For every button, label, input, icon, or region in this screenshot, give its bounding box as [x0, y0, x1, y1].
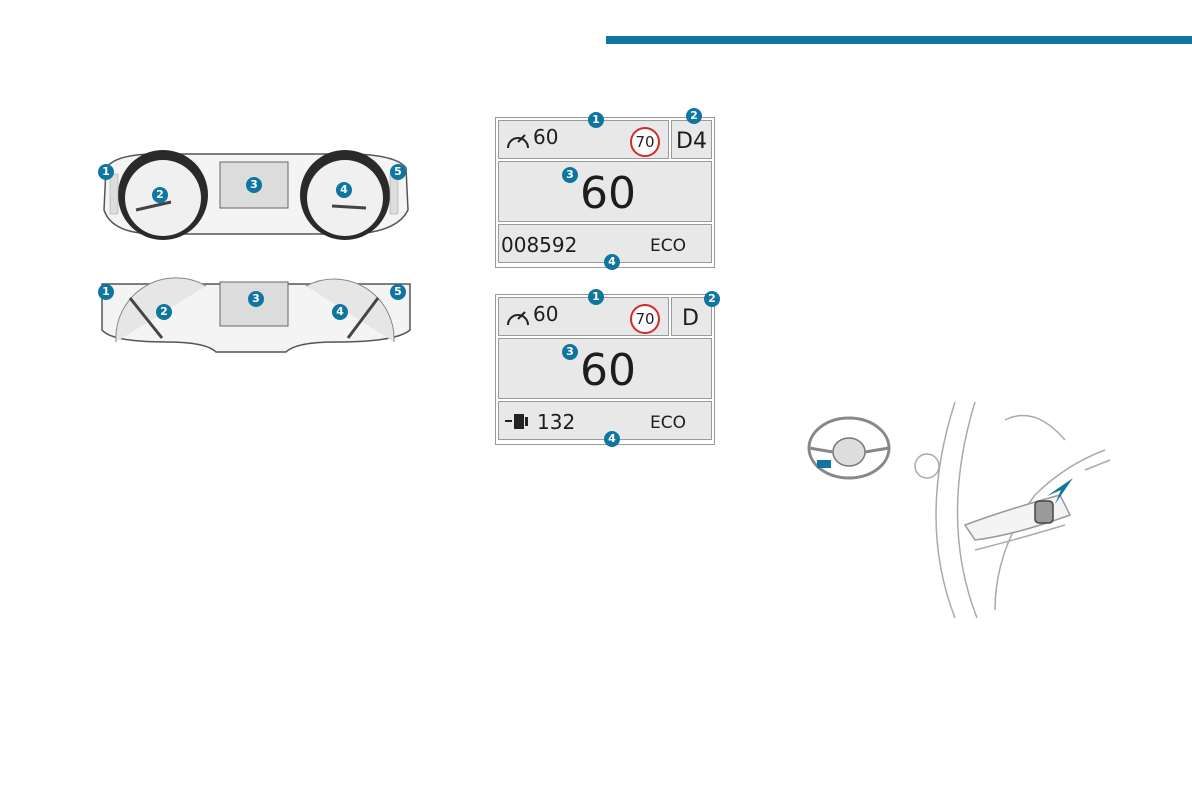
instrument-cluster-dials: 1 2 3 4 5: [96, 150, 416, 240]
callout-4: 4: [604, 254, 620, 270]
instrument-cluster-power: 1 2 3 4 5: [96, 270, 416, 360]
gear-cell: D4: [671, 120, 712, 159]
speedometer-arrow-icon: [505, 129, 531, 155]
speedometer-arrow-icon: [505, 306, 531, 332]
steering-button-icon: [1033, 500, 1055, 528]
section-accent-bar: [606, 36, 1192, 44]
cruise-speed: 60: [533, 302, 558, 326]
steering-detail: [805, 400, 1125, 620]
speed-cell: 60: [498, 338, 712, 399]
cluster-power-illustration: [96, 270, 416, 360]
cruise-cell: 60 70: [498, 120, 669, 159]
callout-4: 4: [604, 431, 620, 447]
callout-5: 5: [390, 164, 406, 180]
callout-1: 1: [98, 164, 114, 180]
callout-3: 3: [562, 344, 578, 360]
steering-wheel-illustration: [805, 400, 1125, 620]
gear-indicator: D: [682, 306, 699, 331]
callout-2: 2: [152, 187, 168, 203]
callout-4: 4: [336, 182, 352, 198]
electric-range: 132: [537, 410, 575, 434]
cruise-speed: 60: [533, 125, 558, 149]
speed-limit-sign: 70: [630, 304, 660, 334]
callout-5: 5: [390, 284, 406, 300]
drive-mode: ECO: [650, 413, 686, 433]
current-speed: 60: [580, 168, 636, 219]
callout-2: 2: [156, 304, 172, 320]
callout-2: 2: [704, 291, 720, 307]
speed-limit-sign: 70: [630, 127, 660, 157]
callout-3: 3: [562, 167, 578, 183]
charge-plug-icon: [505, 412, 533, 434]
cruise-cell: 60 70: [498, 297, 669, 336]
current-speed: 60: [580, 345, 636, 396]
gear-indicator: D4: [676, 129, 707, 154]
drive-mode: ECO: [650, 236, 686, 256]
display-b: 60 70 D 60 132 ECO 1 2 3 4: [495, 294, 715, 445]
display-a: 60 70 D4 60 008592 ECO 1 2 3 4: [495, 117, 715, 268]
cluster-dials-illustration: [96, 150, 416, 240]
callout-3: 3: [248, 291, 264, 307]
callout-1: 1: [588, 289, 604, 305]
odometer: 008592: [501, 233, 577, 257]
callout-2: 2: [686, 108, 702, 124]
callout-1: 1: [98, 284, 114, 300]
callout-4: 4: [332, 304, 348, 320]
callout-3: 3: [246, 177, 262, 193]
speed-cell: 60: [498, 161, 712, 222]
callout-1: 1: [588, 112, 604, 128]
